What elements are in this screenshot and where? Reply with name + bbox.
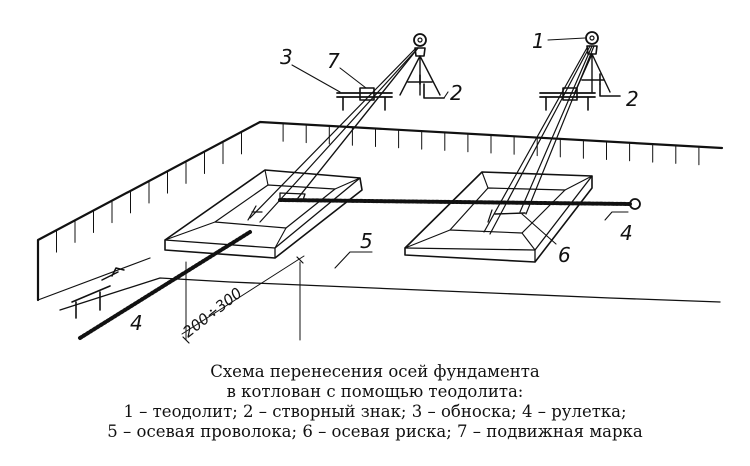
label-tape-4-right: 4 [620, 221, 633, 245]
theodolite-left [399, 33, 445, 99]
caption-title-line2: в котлован с помощью теодолита: [226, 382, 524, 401]
caption-legend-line1: 1 – теодолит; 2 – створный знак; 3 – обн… [123, 402, 627, 421]
tape-measure-left [71, 230, 252, 340]
theodolite-right [574, 31, 621, 97]
leader-1 [547, 37, 586, 41]
leader-3 [291, 64, 341, 93]
label-wire-5: 5 [360, 229, 373, 253]
label-theodolite-1: 1 [532, 29, 545, 53]
sightlines-right [483, 45, 595, 235]
label-sign-2-right: 2 [626, 87, 639, 111]
batter-board-left [336, 87, 393, 111]
foundation-axes-diagram: 200÷300 [36, 29, 724, 344]
tape-measure-right [278, 198, 641, 210]
leader-2-left [443, 91, 449, 99]
label-tape-4-left: 4 [130, 311, 143, 335]
figure-caption: Схема перенесения осей фундамента в котл… [0, 362, 750, 442]
leader-5 [334, 251, 373, 269]
label-batter-board-3: 3 [280, 45, 293, 69]
batter-board-right [539, 87, 596, 111]
footing-left [164, 169, 363, 259]
leader-7 [339, 67, 367, 89]
pit-bottom-line [59, 277, 721, 311]
leader-4-right [604, 211, 629, 221]
sightlines-left [249, 47, 419, 223]
dimension-line [181, 255, 305, 344]
dimension-label: 200÷300 [179, 284, 245, 341]
caption-legend-line2: 5 – осевая проволока; 6 – осевая риска; … [107, 422, 643, 441]
leader-6 [521, 213, 557, 245]
label-sign-2-left: 2 [450, 81, 463, 105]
pit-edge [36, 120, 724, 302]
slope-hatching [56, 122, 700, 253]
caption-title-line1: Схема перенесения осей фундамента [210, 362, 540, 381]
label-mark-7: 7 [327, 49, 340, 73]
label-risk-6: 6 [558, 243, 571, 267]
